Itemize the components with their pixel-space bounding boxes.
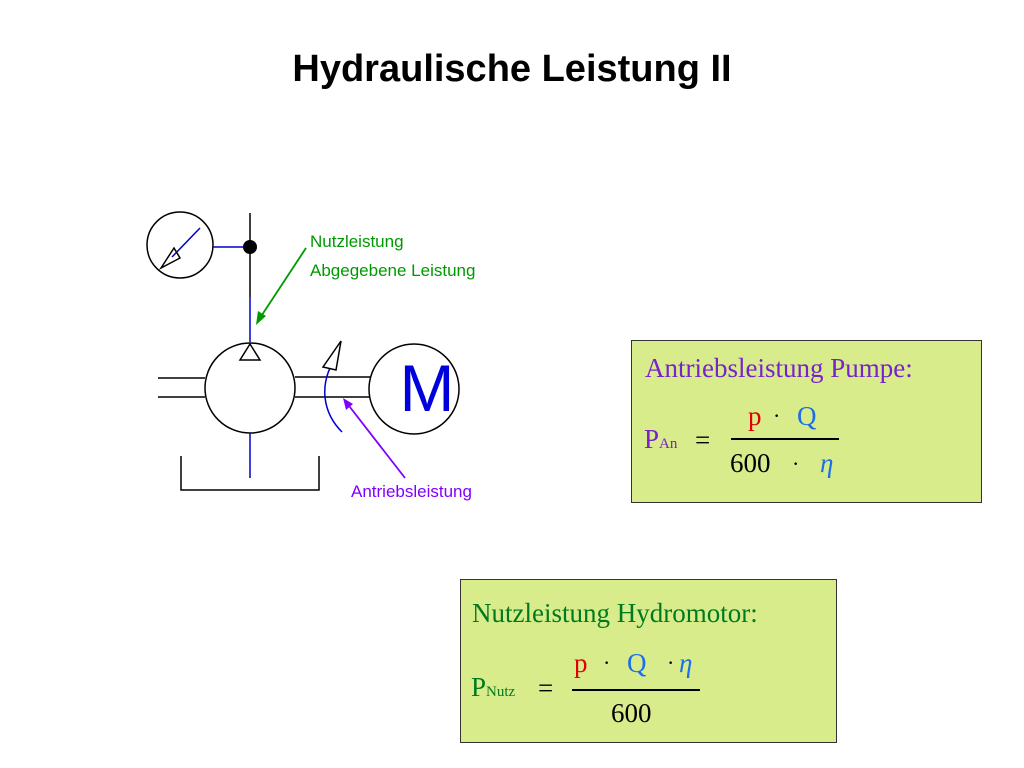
pump-lhs-subscript: An [659, 436, 678, 452]
tank-symbol [180, 456, 320, 491]
motor-numerator-p: p [574, 648, 588, 678]
motor-lhs-symbol: P [471, 672, 487, 702]
nutzleistung-arrow-head [256, 311, 266, 325]
pump-formula-equals: = [695, 425, 711, 455]
pump-symbol [204, 342, 296, 434]
motor-letter: M [400, 351, 455, 425]
motor-numerator-eta: η [679, 648, 693, 678]
motor-formula-lhs: PNutz [471, 672, 515, 703]
electric-motor-symbol [368, 343, 460, 435]
motor-formula-heading: Nutzleistung Hydromotor: [472, 598, 758, 628]
motor-power-formula-box: Nutzleistung Hydromotor: PNutz = p · Q ·… [460, 579, 837, 743]
pump-numerator-dot: · [773, 403, 781, 428]
pump-denominator-dot: · [792, 451, 800, 476]
rotation-arrow-head [321, 340, 342, 371]
pump-numerator-q: Q [797, 401, 817, 431]
motor-denominator-600: 600 [611, 698, 652, 728]
pump-denominator-600: 600 [730, 448, 771, 478]
antriebsleistung-arrow-head [343, 398, 353, 410]
motor-fraction-line [572, 689, 700, 691]
pump-formula-lhs: PAn [644, 424, 677, 455]
motor-formula-equals: = [538, 673, 554, 703]
motor-numerator-dot2: · [667, 650, 675, 675]
slide-title: Hydraulische Leistung II [292, 48, 732, 90]
motor-lhs-subscript: Nutz [486, 684, 516, 700]
motor-numerator-q: Q [627, 648, 647, 678]
pump-flow-triangle [238, 342, 262, 361]
pump-numerator-p: p [748, 401, 762, 431]
pressure-gauge-symbol [146, 211, 214, 279]
pump-fraction-line [731, 438, 839, 440]
junction-dot [243, 240, 257, 254]
pump-formula-heading: Antriebsleistung Pumpe: [645, 353, 913, 383]
label-antriebsleistung: Antriebsleistung [351, 482, 472, 501]
pump-denominator-eta: η [820, 448, 834, 478]
antriebsleistung-arrow-line [345, 401, 406, 479]
label-abgegebene-leistung: Abgegebene Leistung [310, 261, 475, 280]
pump-power-formula-box: Antriebsleistung Pumpe: PAn = p · Q 600 … [631, 340, 982, 503]
nutzleistung-arrow-line [257, 247, 307, 322]
label-nutzleistung: Nutzleistung [310, 232, 404, 251]
pump-lhs-symbol: P [644, 424, 660, 454]
motor-numerator-dot1: · [603, 650, 611, 675]
